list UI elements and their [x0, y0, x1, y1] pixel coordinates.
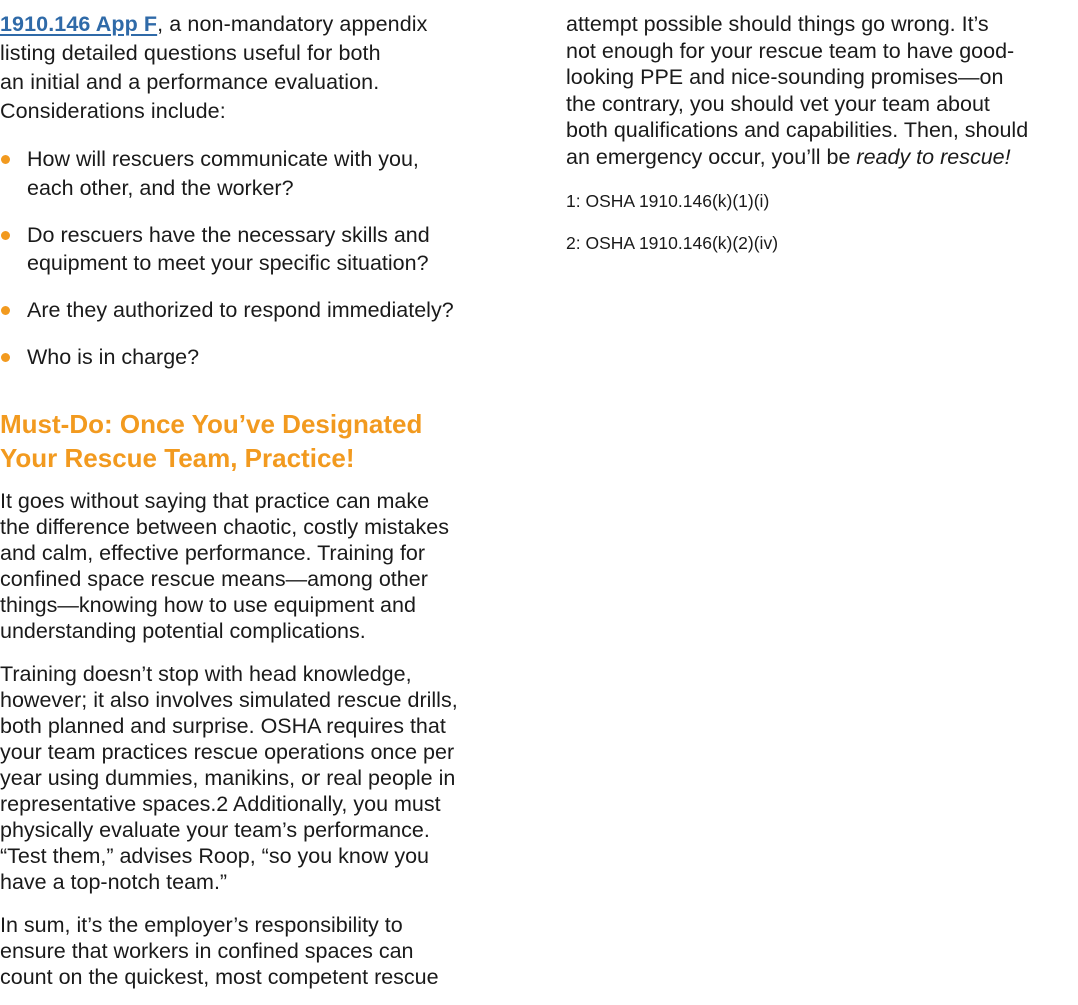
- bullet-dot-icon: [1, 155, 10, 164]
- text-line: representative spaces.2 Additionally, yo…: [0, 791, 441, 816]
- ready-to-rescue-emphasis: ready to rescue!: [856, 144, 1011, 169]
- summary-paragraph: In sum, it’s the employer’s responsibili…: [0, 912, 520, 990]
- text-line: the contrary, you should vet your team a…: [566, 91, 990, 116]
- text-line: ensure that workers in confined spaces c…: [0, 938, 414, 963]
- text-line: have a top-notch team.”: [0, 869, 228, 894]
- left-column: 1910.146 App F, a non-mandatory appendix…: [0, 0, 520, 990]
- list-item: Are they authorized to respond immediate…: [0, 296, 520, 325]
- text-line: both planned and surprise. OSHA requires…: [0, 713, 446, 738]
- bullet-dot-icon: [1, 353, 10, 362]
- list-item-line-1: Are they authorized to respond immediate…: [27, 298, 454, 322]
- text-line: your team practices rescue operations on…: [0, 739, 455, 764]
- list-item: How will rescuers communicate with you, e…: [0, 145, 520, 202]
- intro-paragraph: 1910.146 App F, a non-mandatory appendix…: [0, 10, 520, 126]
- text-line: the difference between chaotic, costly m…: [0, 514, 449, 539]
- intro-text-line-1: , a non-mandatory appendix: [157, 12, 428, 36]
- conclusion-paragraph: attempt possible should things go wrong.…: [566, 11, 1078, 170]
- intro-text-line-4: Considerations include:: [0, 99, 226, 123]
- section-heading-line-1: Must-Do: Once You’ve Designated: [0, 408, 423, 439]
- right-column: attempt possible should things go wrong.…: [566, 0, 1078, 254]
- list-item-line-2: each other, and the worker?: [27, 175, 294, 200]
- list-item: Do rescuers have the necessary skills an…: [0, 221, 520, 278]
- text-line: In sum, it’s the employer’s responsibili…: [0, 912, 403, 937]
- text-line: an emergency occur, you’ll be: [566, 144, 857, 169]
- text-line: understanding potential complications.: [0, 618, 366, 643]
- text-line: looking PPE and nice-sounding promises—o…: [566, 65, 1004, 89]
- bullet-dot-icon: [1, 306, 10, 315]
- text-line: year using dummies, manikins, or real pe…: [0, 765, 456, 790]
- list-item-line-1: Do rescuers have the necessary skills an…: [27, 222, 430, 247]
- list-item-line-1: How will rescuers communicate with you,: [27, 147, 419, 171]
- text-line: and calm, effective performance. Trainin…: [0, 540, 426, 565]
- intro-text-line-2: listing detailed questions useful for bo…: [0, 41, 381, 65]
- section-heading-line-2: Your Rescue Team, Practice!: [0, 442, 355, 473]
- practice-paragraph: It goes without saying that practice can…: [0, 488, 520, 644]
- intro-text-line-3: an initial and a performance evaluation.: [0, 70, 380, 94]
- text-line: attempt possible should things go wrong.…: [566, 12, 989, 36]
- text-line: not enough for your rescue team to have …: [566, 38, 1015, 63]
- list-item-line-1: Who is in charge?: [27, 345, 200, 369]
- considerations-list: How will rescuers communicate with you, e…: [0, 145, 520, 372]
- footnote: 2: OSHA 1910.146(k)(2)(iv): [566, 233, 779, 253]
- bullet-dot-icon: [1, 230, 10, 240]
- text-line: however; it also involves simulated resc…: [0, 687, 458, 712]
- text-line: both qualifications and capabilities. Th…: [566, 118, 1029, 142]
- text-line: Training doesn’t stop with head knowledg…: [0, 661, 412, 686]
- text-line: physically evaluate your team’s performa…: [0, 817, 430, 842]
- list-item: Who is in charge?: [0, 343, 520, 372]
- text-line: things—knowing how to use equipment and: [0, 592, 416, 617]
- text-line: It goes without saying that practice can…: [0, 488, 430, 513]
- text-line: count on the quickest, most competent re…: [0, 964, 439, 989]
- text-line: “Test them,” advises Roop, “so you know …: [0, 843, 429, 868]
- training-paragraph: Training doesn’t stop with head knowledg…: [0, 661, 520, 895]
- list-item-line-2: equipment to meet your specific situatio…: [27, 251, 429, 275]
- text-line: confined space rescue means—among other: [0, 566, 428, 591]
- osha-appendix-f-link[interactable]: 1910.146 App F: [0, 12, 158, 36]
- footnote: 1: OSHA 1910.146(k)(1)(i): [566, 191, 770, 211]
